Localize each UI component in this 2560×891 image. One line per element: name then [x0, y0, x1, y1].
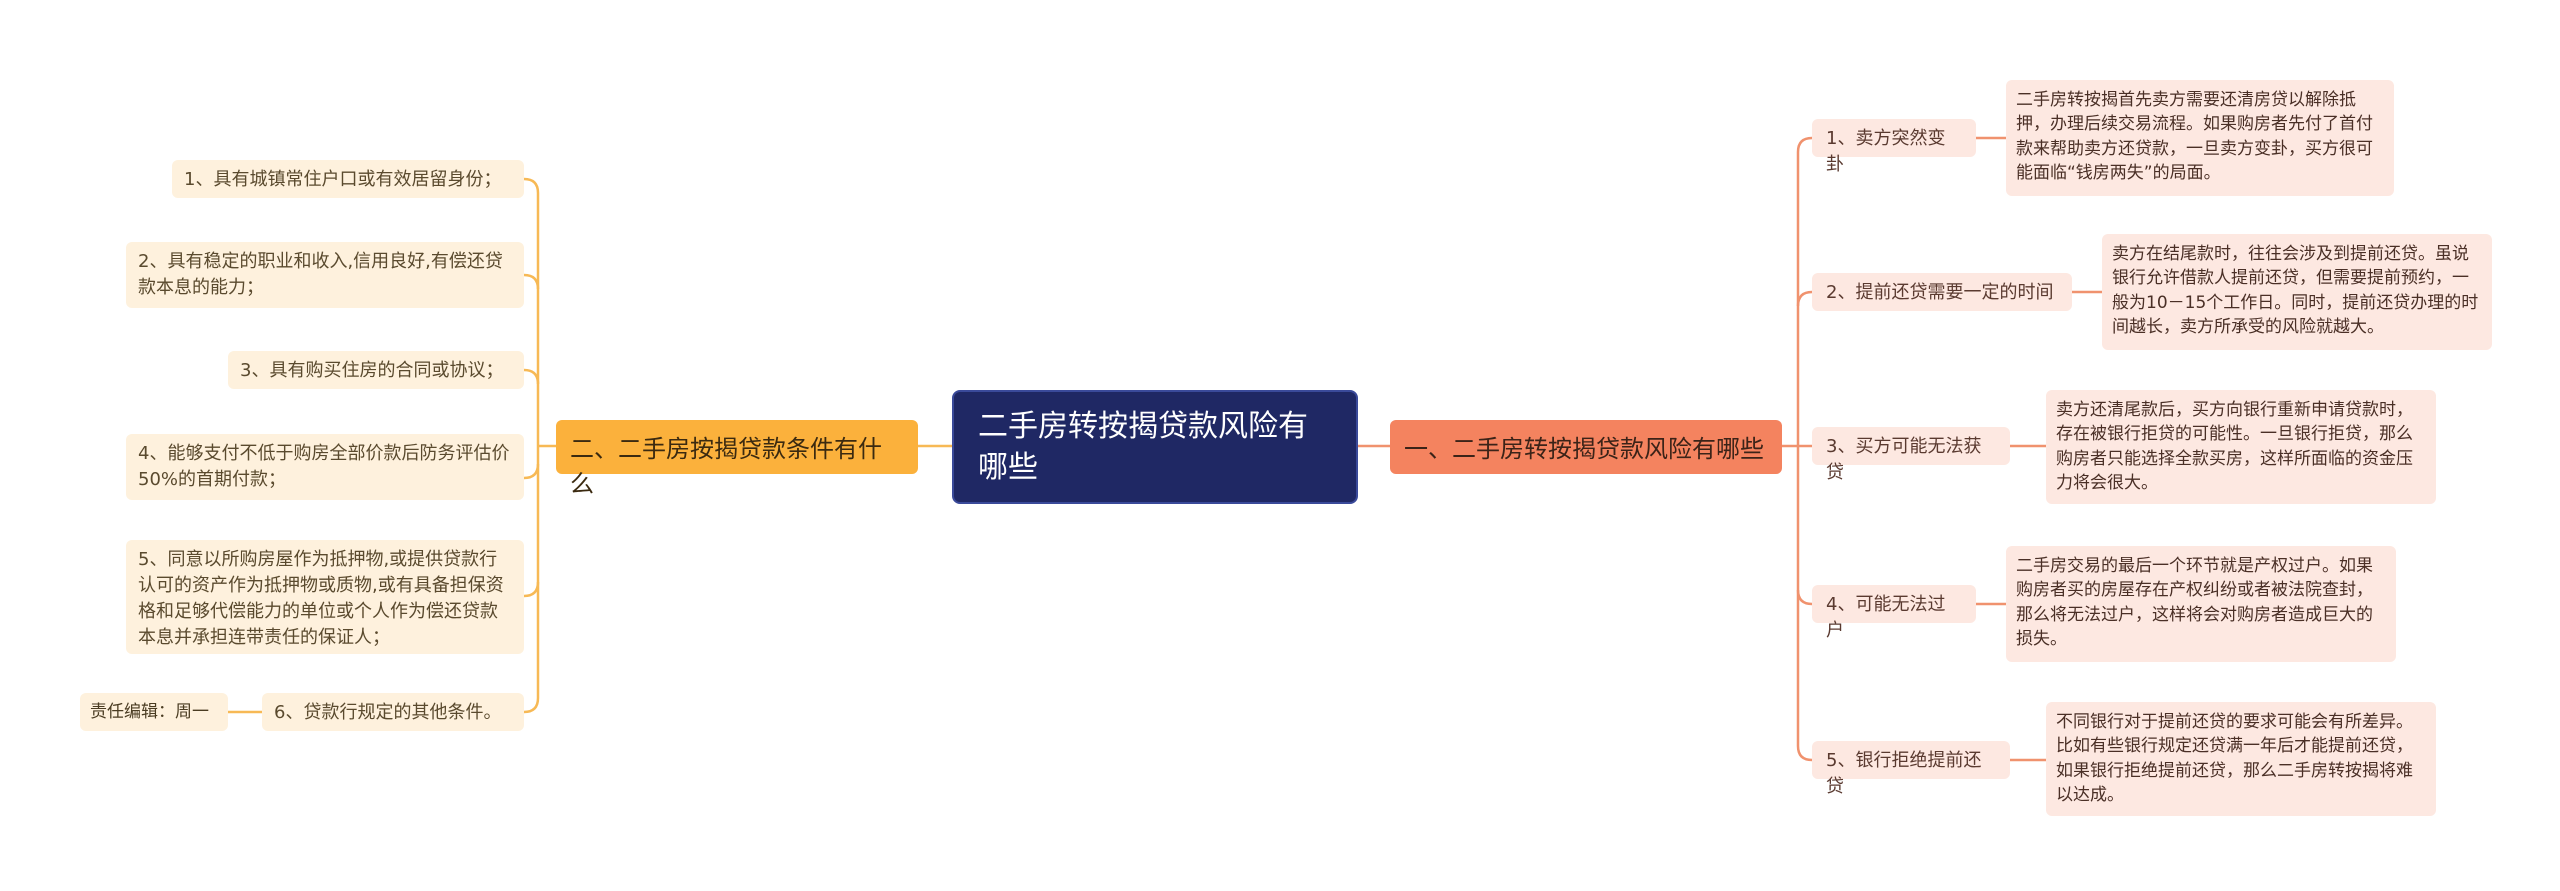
- right-item-5[interactable]: 5、银行拒绝提前还贷: [1812, 741, 2010, 797]
- left-item-3-label: 3、具有购买住房的合同或协议；: [240, 360, 504, 381]
- connector-right-1: [1796, 136, 1813, 153]
- right-item-2-detail: 卖方在结尾款时，往往会涉及到提前还贷。虽说银行允许借款人提前还贷，但需要提前预约…: [2102, 234, 2492, 350]
- branch-right-label: 一、二手房转按揭贷款风险有哪些: [1404, 435, 1764, 463]
- right-item-1-label: 1、卖方突然变卦: [1826, 128, 1946, 176]
- branch-left[interactable]: 二、二手房按揭贷款条件有什么: [556, 420, 918, 498]
- left-item-2[interactable]: 2、具有稳定的职业和收入,信用良好,有偿还贷款本息的能力；: [126, 242, 524, 308]
- connector-right-2: [1796, 290, 1813, 307]
- right-item-3-label: 3、买方可能无法获贷: [1826, 436, 1982, 484]
- right-item-5-detail: 不同银行对于提前还贷的要求可能会有所差异。比如有些银行规定还贷满一年后才能提前还…: [2046, 702, 2436, 816]
- left-item-6-label: 6、贷款行规定的其他条件。: [274, 702, 502, 723]
- connector-left-5: [523, 581, 540, 598]
- right-item-2-label: 2、提前还贷需要一定的时间: [1826, 282, 2054, 303]
- right-item-1[interactable]: 1、卖方突然变卦: [1812, 119, 1976, 175]
- root-topic[interactable]: 二手房转按揭贷款风险有哪些: [952, 390, 1358, 504]
- left-item-5-label: 5、同意以所购房屋作为抵押物,或提供贷款行认可的资产作为抵押物或质物,或有具备担…: [138, 549, 504, 649]
- right-item-2[interactable]: 2、提前还贷需要一定的时间: [1812, 273, 2072, 311]
- left-item-6-detail: 责任编辑：周一: [80, 693, 228, 731]
- left-item-4-label: 4、能够支付不低于购房全部价款后防务评估价50%的首期付款；: [138, 443, 510, 491]
- connector-right-5: [1796, 745, 1813, 762]
- right-item-4-label: 4、可能无法过户: [1826, 594, 1946, 642]
- left-item-5[interactable]: 5、同意以所购房屋作为抵押物,或提供贷款行认可的资产作为抵押物或质物,或有具备担…: [126, 540, 524, 654]
- right-item-3-detail-text: 卖方还清尾款后，买方向银行重新申请贷款时，存在被银行拒贷的可能性。一旦银行拒贷，…: [2056, 400, 2413, 494]
- connector-left-1: [523, 177, 540, 194]
- connector-left-trunk: [536, 193, 556, 698]
- left-item-2-label: 2、具有稳定的职业和收入,信用良好,有偿还贷款本息的能力；: [138, 251, 503, 299]
- right-item-2-detail-text: 卖方在结尾款时，往往会涉及到提前还贷。虽说银行允许借款人提前还贷，但需要提前预约…: [2112, 244, 2479, 338]
- branch-right[interactable]: 一、二手房转按揭贷款风险有哪些: [1390, 420, 1782, 474]
- right-item-1-detail-text: 二手房转按揭首先卖方需要还清房贷以解除抵押，办理后续交易流程。如果购房者先付了首…: [2016, 90, 2373, 184]
- connector-left-6: [523, 697, 540, 714]
- right-item-1-detail: 二手房转按揭首先卖方需要还清房贷以解除抵押，办理后续交易流程。如果购房者先付了首…: [2006, 80, 2394, 196]
- left-item-6-detail-text: 责任编辑：周一: [90, 702, 209, 722]
- right-item-5-detail-text: 不同银行对于提前还贷的要求可能会有所差异。比如有些银行规定还贷满一年后才能提前还…: [2056, 712, 2413, 806]
- connector-right-4: [1796, 589, 1813, 606]
- right-item-4[interactable]: 4、可能无法过户: [1812, 585, 1976, 641]
- branch-left-label: 二、二手房按揭贷款条件有什么: [570, 435, 882, 498]
- right-item-4-detail: 二手房交易的最后一个环节就是产权过户。如果购房者买的房屋存在产权纠纷或者被法院查…: [2006, 546, 2396, 662]
- connector-left-2: [523, 273, 540, 290]
- right-item-5-label: 5、银行拒绝提前还贷: [1826, 750, 1982, 798]
- left-item-4[interactable]: 4、能够支付不低于购房全部价款后防务评估价50%的首期付款；: [126, 434, 524, 500]
- right-item-3-detail: 卖方还清尾款后，买方向银行重新申请贷款时，存在被银行拒贷的可能性。一旦银行拒贷，…: [2046, 390, 2436, 504]
- left-item-3[interactable]: 3、具有购买住房的合同或协议；: [228, 351, 524, 389]
- right-item-4-detail-text: 二手房交易的最后一个环节就是产权过户。如果购房者买的房屋存在产权纠纷或者被法院查…: [2016, 556, 2373, 650]
- connector-left-3: [523, 368, 540, 385]
- left-item-1-label: 1、具有城镇常住户口或有效居留身份；: [184, 169, 502, 190]
- right-item-3[interactable]: 3、买方可能无法获贷: [1812, 427, 2010, 483]
- connector-left-4: [523, 463, 540, 480]
- connector-right-trunk: [1782, 152, 1800, 746]
- left-item-1[interactable]: 1、具有城镇常住户口或有效居留身份；: [172, 160, 524, 198]
- root-title: 二手房转按揭贷款风险有哪些: [978, 409, 1308, 486]
- left-item-6[interactable]: 6、贷款行规定的其他条件。: [262, 693, 524, 731]
